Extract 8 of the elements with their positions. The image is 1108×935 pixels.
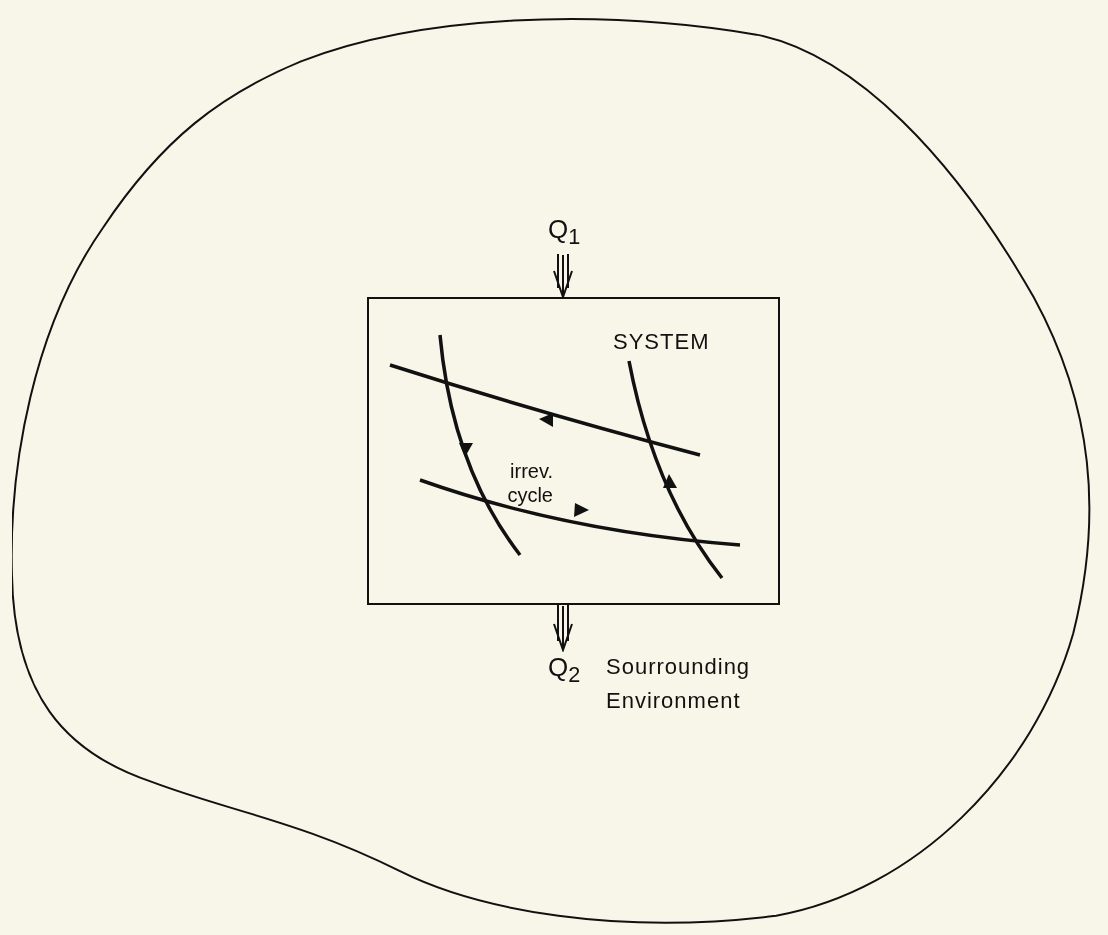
heat-label: Q$_{1}$ <box>548 214 581 251</box>
environment-label: Sourrounding Environment <box>606 653 752 715</box>
heat-flow-arrow <box>553 604 573 651</box>
heat-label: Q$_{2}$ <box>548 652 581 689</box>
system-label: SYSTEM <box>613 329 710 355</box>
heat-flow-arrow <box>553 253 573 298</box>
system-box <box>367 297 780 605</box>
cycle-label: irrev. cycle <box>506 459 553 507</box>
